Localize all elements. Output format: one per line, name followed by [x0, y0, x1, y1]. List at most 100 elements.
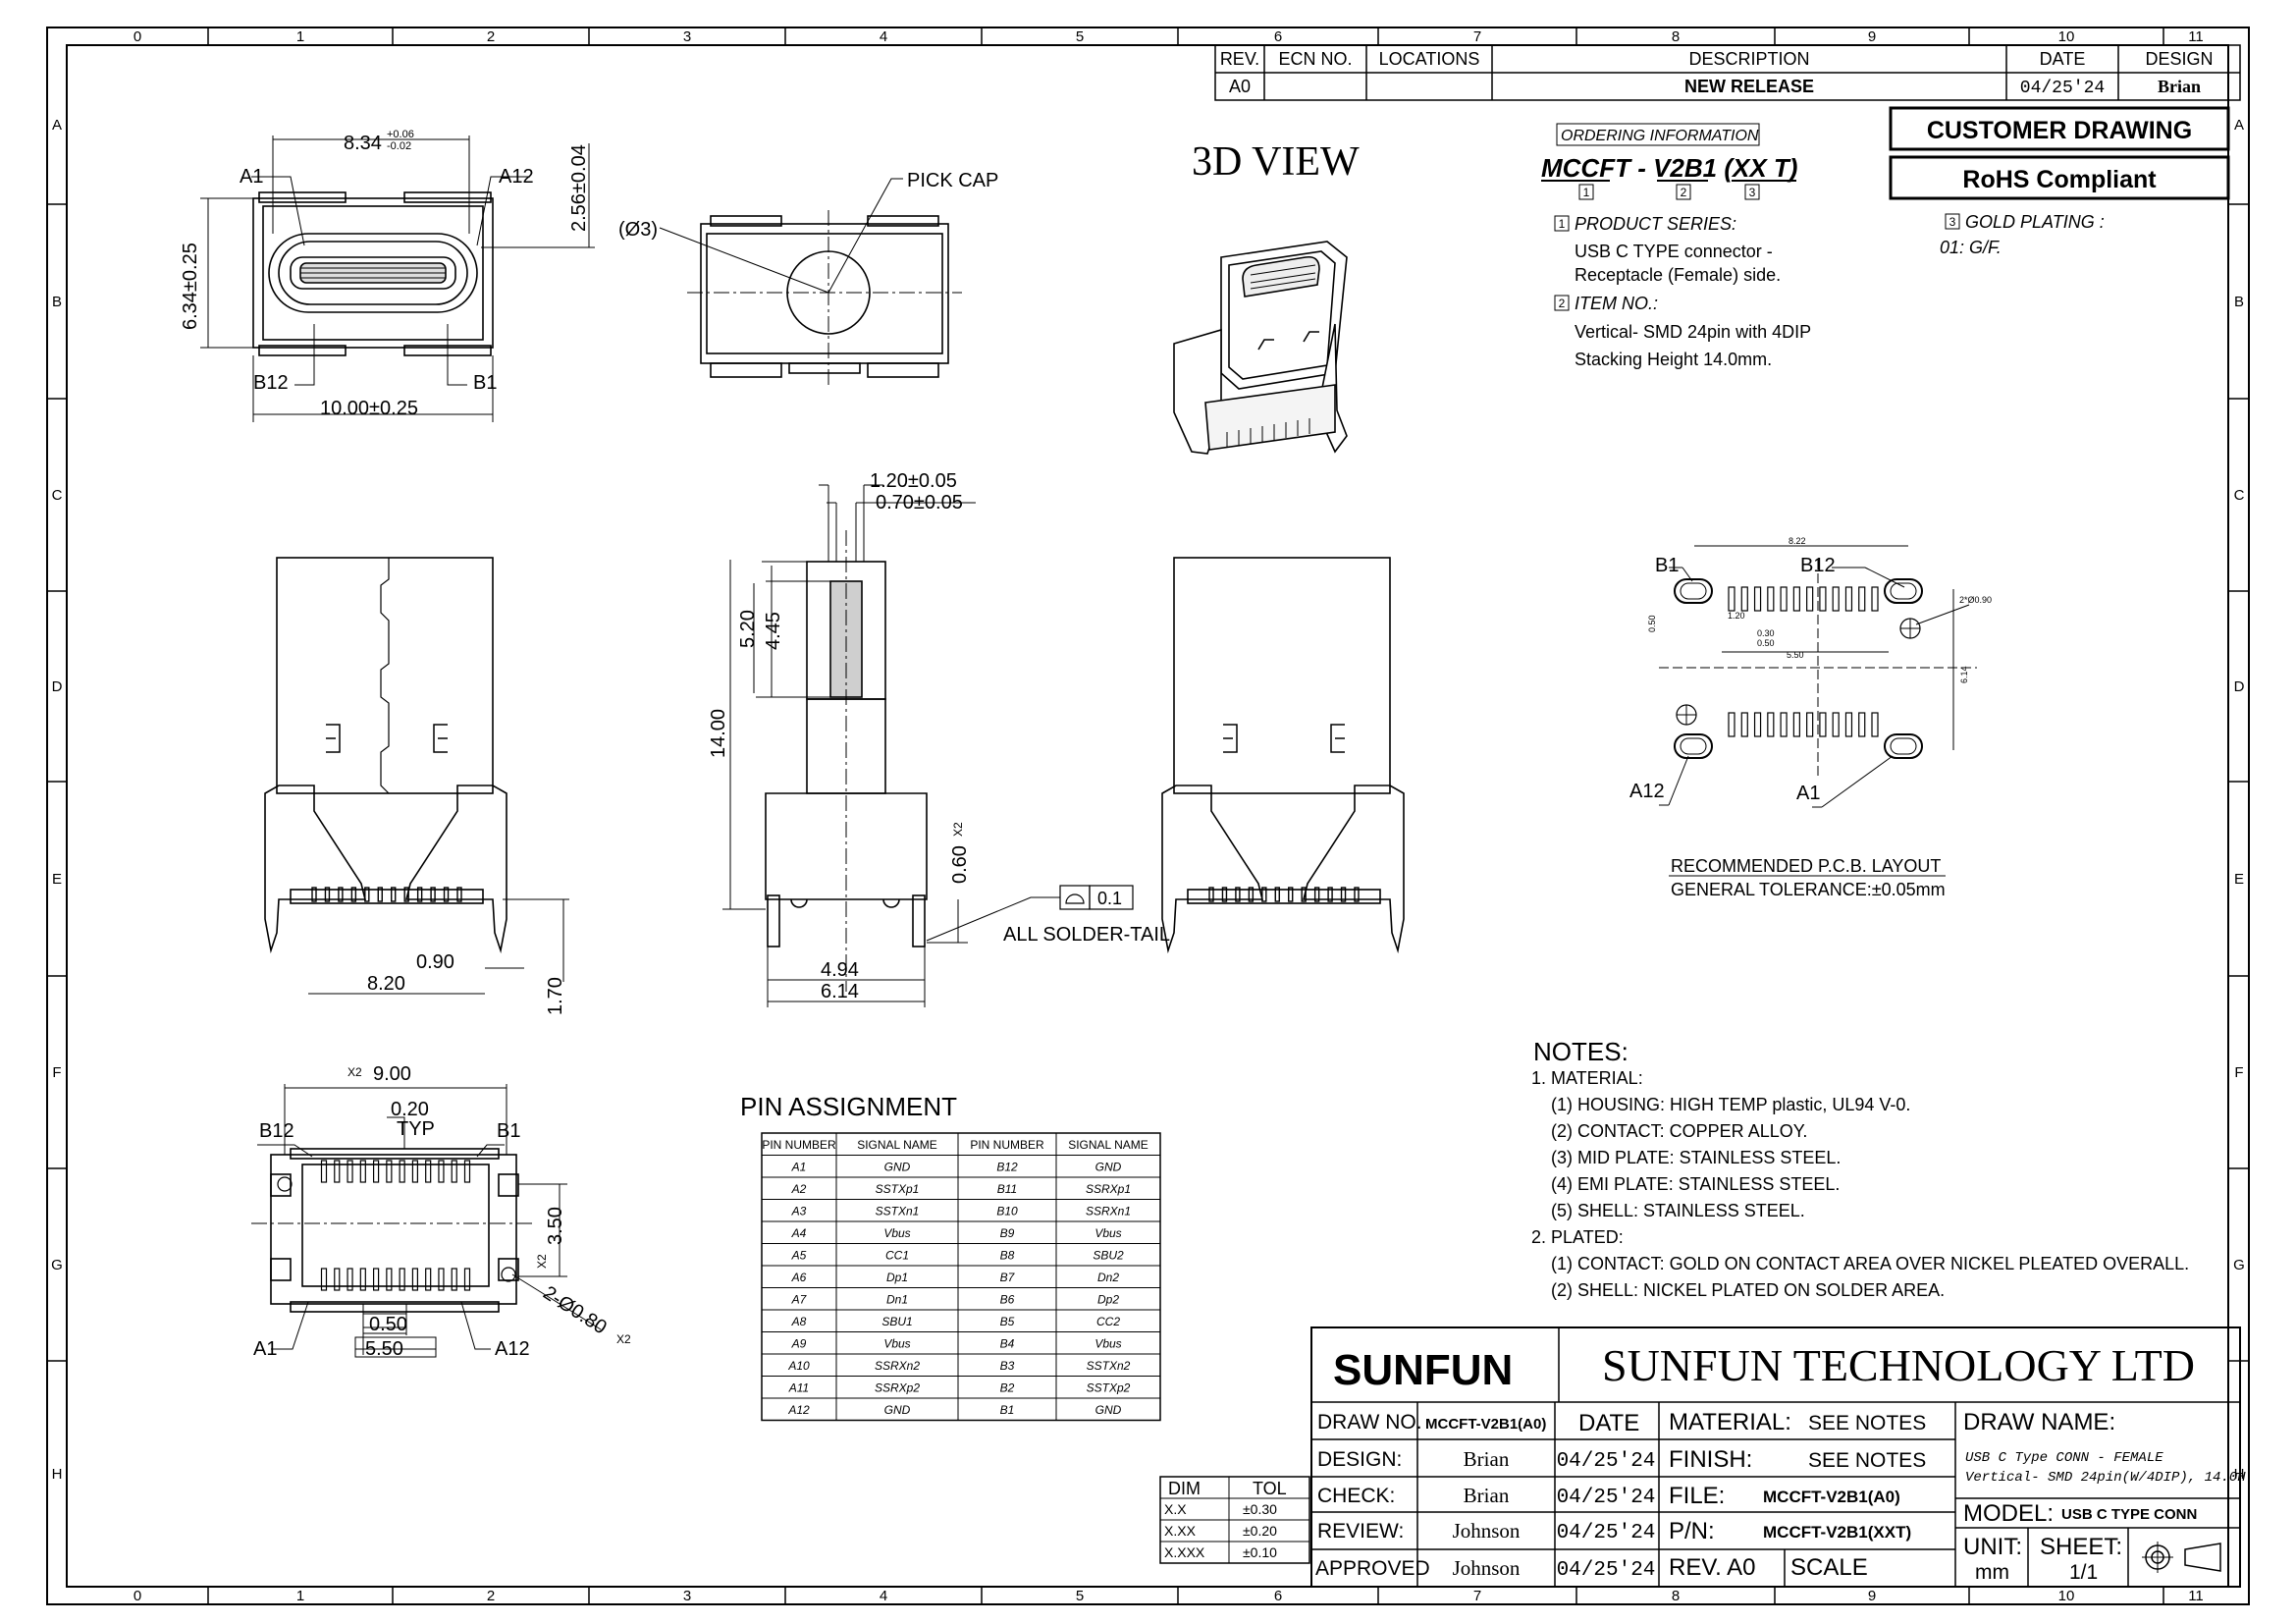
- contact-pin: [324, 887, 331, 902]
- row-label-left: D: [52, 678, 63, 695]
- plating-label: GOLD PLATING :: [1965, 212, 2105, 232]
- approved-label: APPROVED: [1315, 1557, 1430, 1580]
- pin-table-header: SIGNAL NAME: [857, 1138, 937, 1152]
- contact-pin: [1208, 887, 1214, 902]
- pcb-b12-label: B12: [1800, 555, 1836, 576]
- pin-table-cell: B6: [1000, 1293, 1015, 1307]
- contact-pin: [386, 1160, 393, 1183]
- item-label: ITEM NO.:: [1575, 294, 1658, 313]
- approved-date: 04/25'24: [1557, 1559, 1656, 1582]
- contact-pin: [438, 1268, 445, 1291]
- row-label-left: E: [52, 871, 62, 888]
- front-height-dim: 1.70: [545, 977, 566, 1015]
- pcb-d4-dim: 0.50: [1757, 638, 1775, 648]
- ecn-header: ECN NO.: [1278, 49, 1352, 69]
- contact-pin: [391, 887, 397, 902]
- customer-drawing-badge: CUSTOMER DRAWING: [1889, 106, 2230, 151]
- pin-table-cell: A9: [791, 1337, 807, 1351]
- model-value: USB C TYPE CONN: [2061, 1506, 2197, 1523]
- contact-pin: [347, 1268, 353, 1291]
- contact-pin: [425, 1268, 432, 1291]
- pcb-pad: [1728, 586, 1735, 612]
- company-name: SUNFUN TECHNOLOGY LTD: [1602, 1340, 2195, 1390]
- pcb-pad: [1740, 586, 1748, 612]
- pcb-b1-label: B1: [1655, 555, 1679, 576]
- contact-pin: [359, 1268, 366, 1291]
- side-d1-dim: 1.20±0.05: [870, 470, 957, 492]
- col-label-bottom: 9: [1868, 1588, 1876, 1604]
- pcb-pad: [1792, 586, 1800, 612]
- row-label-left: C: [52, 487, 63, 504]
- bottom-view-dims: X2 9.00 0.20 TYP 3.50 X2 2-Ø0.80 X2 0.50…: [253, 1063, 631, 1360]
- plating-box: 3: [1949, 215, 1956, 229]
- pcb-d6-dim: 6.14: [1959, 666, 1969, 683]
- design-header: DESIGN: [2145, 49, 2213, 69]
- contact-pin: [451, 1268, 457, 1291]
- contact-pin: [320, 1160, 328, 1183]
- col-label-bottom: 11: [2188, 1588, 2204, 1604]
- rev-header: REV.: [1220, 49, 1259, 69]
- designer-name: Brian: [1464, 1447, 1510, 1471]
- col-label-top: 5: [1076, 28, 1084, 45]
- pcb-pad: [1753, 712, 1762, 737]
- draw-name-label: DRAW NAME:: [1963, 1409, 2115, 1435]
- series-line-2: Receptacle (Female) side.: [1575, 265, 1781, 285]
- pin-table-cell: SBU2: [1093, 1249, 1124, 1263]
- col-label-bottom: 3: [683, 1588, 691, 1604]
- frame-grid-ticks: [47, 27, 2249, 1604]
- pcb-pad: [1832, 586, 1840, 612]
- note-line: (2) SHELL: NICKEL PLATED ON SOLDER AREA.: [1551, 1280, 1945, 1300]
- contact-pin: [1235, 887, 1241, 902]
- row-label-left: B: [52, 294, 62, 310]
- bottom-hole-x2: X2: [616, 1332, 631, 1346]
- draw-name-line-1: USB C Type CONN - FEMALE: [1965, 1450, 2163, 1466]
- design-date: 04/25'24: [1557, 1450, 1656, 1473]
- contact-pin: [377, 887, 383, 902]
- tol-header: DIM: [1168, 1479, 1201, 1498]
- pcb-pad: [1858, 712, 1866, 737]
- contact-pin: [411, 1268, 419, 1291]
- bottom-p1-dim: 0.50: [369, 1314, 407, 1335]
- pin-table-cell: SSRXn1: [1086, 1205, 1131, 1218]
- row-label-left: G: [51, 1257, 63, 1273]
- pcb-pad: [1728, 712, 1735, 737]
- note-line: (3) MID PLATE: STAINLESS STEEL.: [1551, 1148, 1841, 1167]
- top-height-dim: 6.34±0.25: [180, 243, 201, 330]
- pcb-pad: [1767, 712, 1775, 737]
- pcb-pad: [1740, 712, 1748, 737]
- pcb-layout: [1659, 545, 1977, 877]
- review-date: 04/25'24: [1557, 1522, 1656, 1544]
- col-label-top: 9: [1868, 28, 1876, 45]
- col-label-top: 8: [1672, 28, 1680, 45]
- note-line: 1. MATERIAL:: [1531, 1068, 1643, 1088]
- bottom-b12-label: B12: [259, 1120, 294, 1142]
- bottom-typ-note: TYP: [397, 1118, 435, 1140]
- pcb-hole-dim: 2*Ø0.90: [1959, 595, 1992, 605]
- col-label-bottom: 1: [296, 1588, 304, 1604]
- bottom-p2-dim: 5.50: [365, 1338, 403, 1360]
- file-value: MCCFT-V2B1(A0): [1763, 1488, 1900, 1506]
- pn-label: P/N:: [1669, 1518, 1715, 1544]
- contact-pin: [411, 1160, 419, 1183]
- pin-table-header: PIN NUMBER: [762, 1138, 836, 1152]
- col-label-bottom: 5: [1076, 1588, 1084, 1604]
- pin-table-cell: Dn1: [886, 1293, 908, 1307]
- top-view: [200, 135, 595, 422]
- pin-table-cell: GND: [884, 1161, 911, 1174]
- projection-symbol: [2142, 1542, 2221, 1573]
- row-label-right: C: [2234, 487, 2245, 504]
- note-line: (1) CONTACT: GOLD ON CONTACT AREA OVER N…: [1551, 1254, 2189, 1273]
- tol-header: TOL: [1253, 1479, 1287, 1498]
- pcb-a1-label: A1: [1796, 783, 1820, 804]
- contact-pin: [1221, 887, 1228, 902]
- date-label: DATE: [1578, 1410, 1639, 1436]
- approver-name: Johnson: [1453, 1556, 1521, 1580]
- finish-label: FINISH:: [1669, 1446, 1752, 1473]
- pin-table-cell: Dp2: [1097, 1293, 1119, 1307]
- item-line-2: Stacking Height 14.0mm.: [1575, 350, 1772, 369]
- date-header: DATE: [2040, 49, 2086, 69]
- bottom-hole-dim: 2-Ø0.80: [539, 1282, 611, 1339]
